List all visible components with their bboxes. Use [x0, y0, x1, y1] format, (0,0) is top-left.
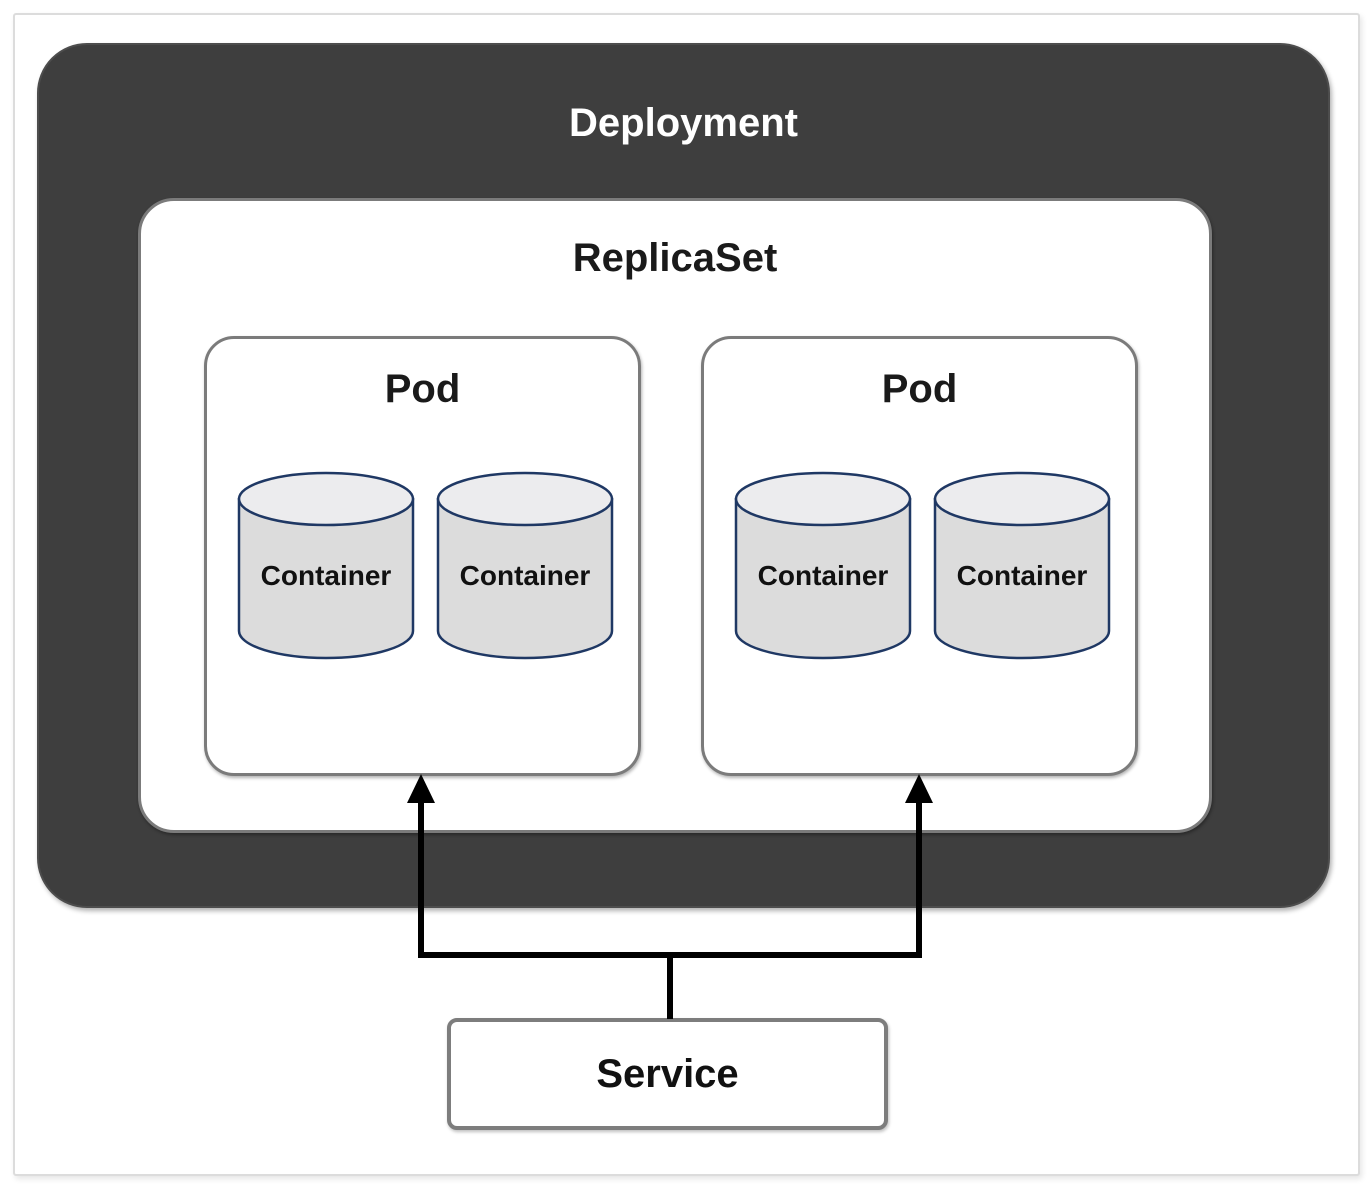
service-label: Service [596, 1052, 739, 1096]
cylinder-top [436, 471, 614, 527]
cylinder-top [933, 471, 1111, 527]
pod-box: Pod Container Container [204, 336, 641, 776]
cylinder-body [734, 497, 912, 660]
pod-label: Pod [384, 367, 461, 411]
deployment-box: Deployment ReplicaSet Pod Container [37, 43, 1330, 908]
container-label: Container [956, 560, 1088, 591]
deployment-label: Deployment [569, 101, 798, 145]
container-cylinder: Container [435, 471, 615, 661]
cylinder-body [436, 497, 614, 660]
cylinder-icon [237, 471, 415, 660]
pod-label: Pod [881, 367, 958, 411]
cylinder-icon [734, 471, 912, 660]
container-label: Container [459, 560, 591, 591]
pod-box: Pod Container Container [701, 336, 1138, 776]
cylinder-icon [933, 471, 1111, 660]
replicaset-box: ReplicaSet Pod Container Contain [138, 198, 1212, 833]
replicaset-label: ReplicaSet [572, 236, 778, 280]
container-cylinder: Container [236, 471, 416, 661]
cylinder-body [933, 497, 1111, 660]
container-cylinder: Container [932, 471, 1112, 661]
container-cylinder: Container [733, 471, 913, 661]
cylinder-body [237, 497, 415, 660]
container-label: Container [757, 560, 889, 591]
cylinder-icon [436, 471, 614, 660]
service-box: Service [447, 1018, 888, 1130]
container-label: Container [260, 560, 392, 591]
cylinder-top [237, 471, 415, 527]
cylinder-top [734, 471, 912, 527]
